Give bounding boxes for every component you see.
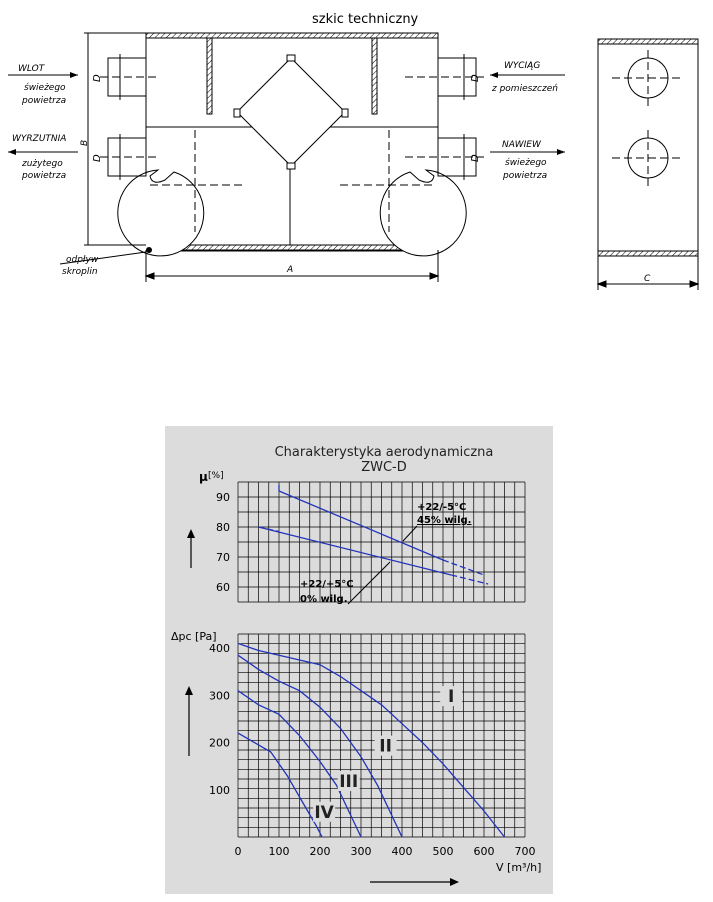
efficiency-line-dashed: [442, 559, 485, 576]
chart-subtitle: ZWC-D: [361, 460, 407, 475]
dim-b-label: B: [80, 140, 90, 146]
x-tick-label: 700: [515, 845, 536, 858]
efficiency-axis-label: μ: [199, 470, 208, 484]
aerodynamic-chart: Charakterystyka aerodynamiczna ZWC-D μ […: [171, 445, 541, 886]
pressure-up-arrow: [185, 686, 193, 756]
fan-left: [117, 130, 245, 257]
sketch-title: szkic techniczny: [312, 12, 419, 27]
series-label-bg: [374, 735, 397, 756]
efficiency-tick-label: 80: [216, 521, 230, 534]
x-tick-label: 400: [392, 845, 413, 858]
series-label-bg: [440, 686, 463, 707]
svg-text:powietrza: powietrza: [502, 171, 547, 181]
dim-b: [84, 32, 146, 246]
x-tick-label: 500: [433, 845, 454, 858]
label-supply: NAWIEW świeżego powietrza: [490, 140, 565, 181]
pressure-tick-label: 400: [209, 642, 230, 655]
ducts: [100, 54, 484, 180]
x-tick-label: 0: [235, 845, 242, 858]
x-tick-label: 600: [474, 845, 495, 858]
pressure-tick-label: 100: [209, 784, 230, 797]
x-tick-label: 300: [351, 845, 372, 858]
svg-text:powietrza: powietrza: [21, 96, 66, 106]
series-label-iii: III: [339, 772, 358, 792]
efficiency-up-arrow: [187, 529, 195, 568]
efficiency-series: [258, 485, 489, 585]
svg-text:WYRZUTNIA: WYRZUTNIA: [12, 134, 66, 144]
annotation-0-line1: +22/+5°C: [300, 579, 354, 590]
pressure-tick-label: 300: [209, 689, 230, 702]
dim-d-label: D: [92, 74, 103, 82]
svg-text:zużytego: zużytego: [21, 159, 63, 169]
annotation-45-line2: 45% wilg.: [417, 515, 471, 526]
side-view: [596, 38, 700, 290]
efficiency-axis-unit: [%]: [208, 471, 224, 481]
pressure-curve-i: [237, 642, 506, 838]
svg-text:skroplin: skroplin: [62, 267, 98, 277]
efficiency-tick-labels: 60 70 80 90: [216, 491, 230, 594]
series-label-iv: IV: [314, 803, 334, 823]
housing: [145, 32, 439, 252]
svg-text:świeżego: świeżego: [505, 157, 547, 168]
series-label-ii: II: [379, 737, 392, 757]
efficiency-line-solid: [258, 526, 452, 576]
dim-a-label: A: [286, 265, 293, 275]
series-label-bg: [313, 801, 336, 822]
efficiency-tick-label: 90: [216, 491, 230, 504]
chart-title: Charakterystyka aerodynamiczna: [275, 445, 494, 460]
dim-d-marks: D D D D: [92, 74, 481, 162]
dim-d-label: D: [470, 74, 481, 82]
label-inlet: WLOT świeżego powietrza: [8, 64, 78, 106]
svg-text:powietrza: powietrza: [21, 171, 66, 181]
chart-grid: [237, 481, 526, 838]
pressure-curve-iii: [237, 690, 362, 838]
series-label-bg: [337, 771, 360, 792]
efficiency-line-solid: [278, 490, 444, 561]
label-extract: WYCIĄG z pomieszczeń: [490, 61, 565, 94]
technical-sketch: szkic techniczny: [8, 12, 700, 290]
efficiency-tick-label: 70: [216, 551, 230, 564]
x-tick-label: 100: [269, 845, 290, 858]
dim-d-label: D: [92, 154, 103, 162]
label-exhaust: WYRZUTNIA zużytego powietrza: [8, 134, 78, 181]
annotation-0: +22/+5°C 0% wilg.: [300, 561, 391, 605]
pressure-tick-labels: 100 200 300 400: [209, 642, 230, 797]
pressure-axis-label: Δpc [Pa]: [171, 630, 217, 643]
svg-text:odpływ: odpływ: [66, 255, 99, 265]
svg-text:WYCIĄG: WYCIĄG: [504, 61, 540, 71]
svg-text:NAWIEW: NAWIEW: [502, 140, 542, 150]
annotation-45: +22/-5°C 45% wilg.: [402, 502, 471, 542]
annotation-45-line1: +22/-5°C: [417, 502, 466, 513]
dim-a: [144, 250, 440, 282]
label-drain: odpływ skroplin: [59, 247, 152, 277]
annotation-0-line2: 0% wilg.: [300, 594, 348, 605]
efficiency-line-dashed: [451, 574, 489, 585]
chart-panel: Charakterystyka aerodynamiczna ZWC-D μ […: [165, 426, 553, 894]
efficiency-tick-label: 60: [216, 581, 230, 594]
x-axis-label: V [m³/h]: [496, 861, 541, 874]
dim-c-label: C: [644, 274, 651, 284]
efficiency-line-dashed: [258, 526, 280, 533]
x-tick-label: 200: [310, 845, 331, 858]
pressure-tick-label: 200: [209, 737, 230, 750]
pressure-curve-iv: [237, 732, 323, 838]
pressure-curve-ii: [237, 654, 403, 838]
svg-text:WLOT: WLOT: [18, 64, 46, 74]
series-label-i: I: [448, 687, 454, 707]
svg-text:z pomieszczeń: z pomieszczeń: [491, 84, 558, 94]
flow-right-arrow: [370, 878, 459, 886]
dim-d-label: D: [470, 154, 481, 162]
fan-right: [340, 130, 467, 257]
x-tick-labels: 0 100 200 300 400 500 600 700: [235, 845, 536, 858]
svg-text:świeżego: świeżego: [24, 82, 66, 93]
